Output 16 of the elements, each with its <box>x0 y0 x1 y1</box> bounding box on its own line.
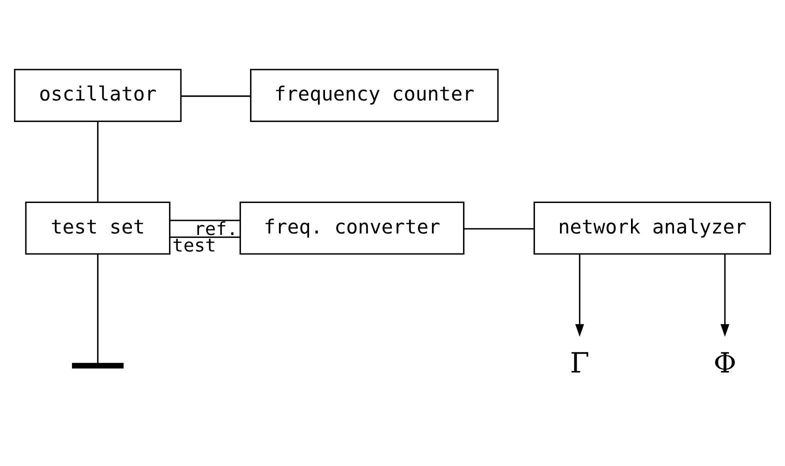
arrow <box>575 254 584 337</box>
node-bar <box>72 362 124 368</box>
node-text: Γ <box>570 346 590 380</box>
node-box: freq. converter <box>240 202 464 255</box>
connector <box>170 236 240 238</box>
node-box: oscillator <box>14 68 182 122</box>
connector <box>170 220 240 222</box>
arrow <box>720 254 730 337</box>
connector <box>97 254 98 364</box>
node-box: network analyzer <box>534 202 771 255</box>
connector <box>464 228 534 230</box>
connector <box>97 122 98 202</box>
node-text: Φ <box>713 346 736 380</box>
connector <box>181 95 250 97</box>
node-box: frequency counter <box>250 68 499 122</box>
node-box: test set <box>25 202 170 255</box>
